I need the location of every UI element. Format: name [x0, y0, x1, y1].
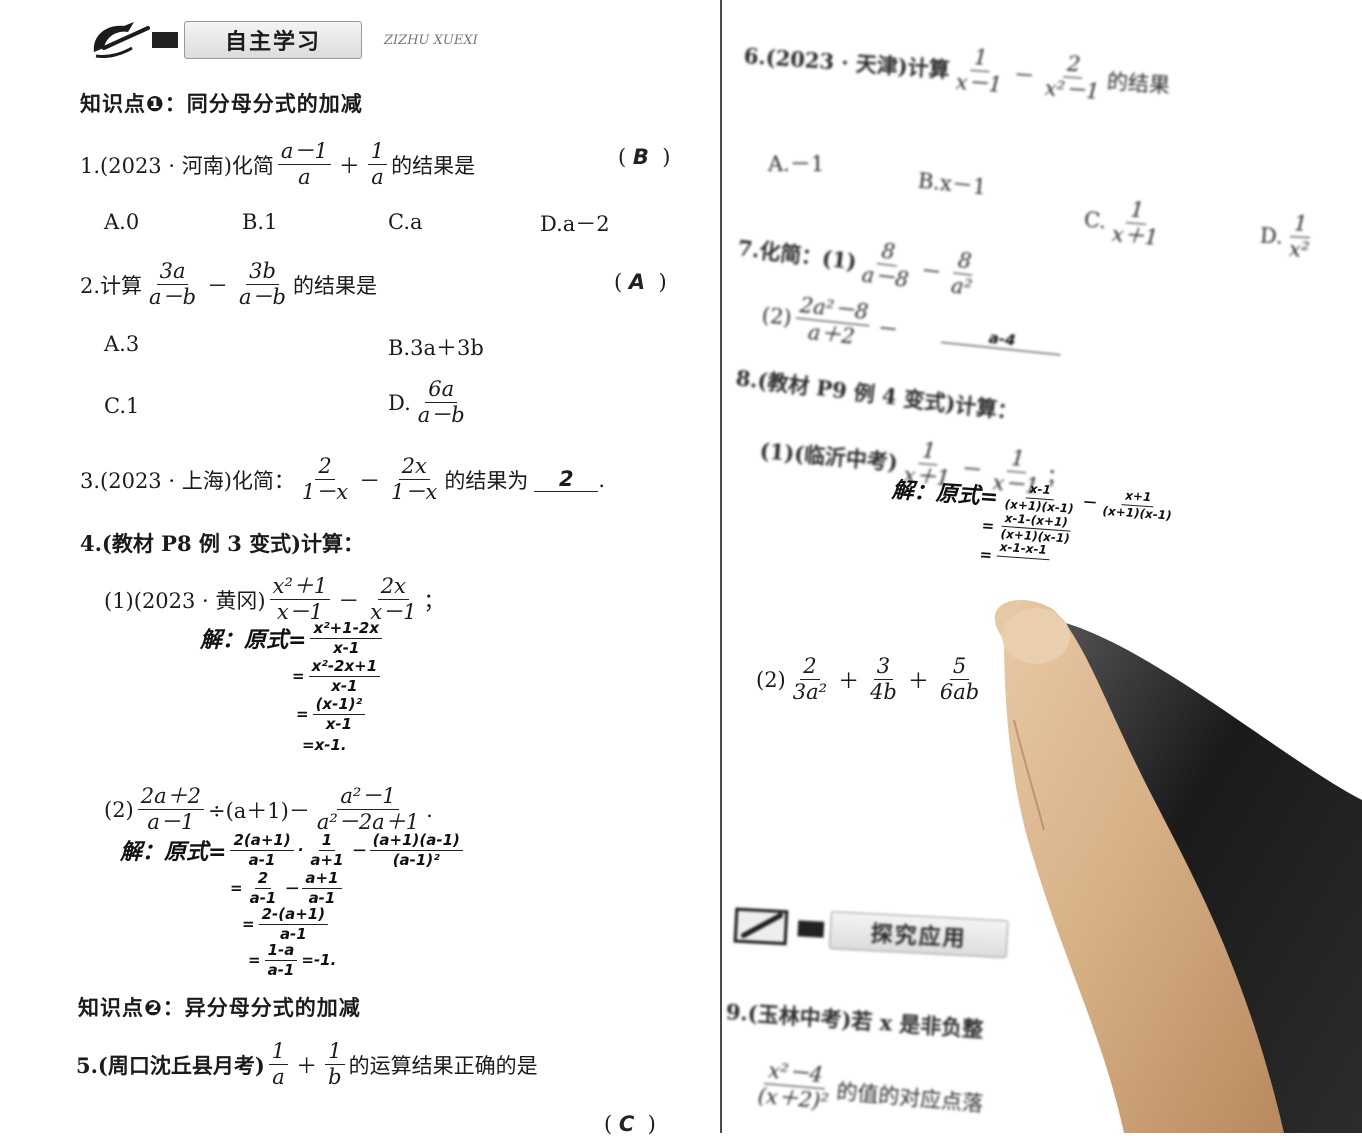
- q6-option-a: A.－1: [768, 152, 825, 176]
- question-4: 4.(教材 P8 例 3 变式)计算：: [80, 528, 364, 558]
- pointing-finger-image: [994, 600, 1362, 1133]
- knowledge-point-2: 知识点❷：异分母分式的加减: [78, 996, 361, 1020]
- q1-answer-paren: ( B ): [618, 145, 671, 169]
- q1-operator: ＋: [338, 153, 360, 178]
- q1-option-b: B.1: [242, 210, 278, 234]
- q5-answer: C: [618, 1112, 635, 1136]
- pencil-box-icon: [733, 907, 789, 946]
- q5-answer-paren: ( C ): [604, 1112, 656, 1136]
- section-title: 自主学习: [184, 21, 363, 59]
- q4-label: 4.(教材 P8 例 3 变式)计算：: [80, 531, 365, 556]
- q1-option-a: A.0: [104, 210, 140, 234]
- q1-option-d: D.a－2: [540, 212, 610, 236]
- pen-nib-icon: [93, 22, 150, 58]
- q1-tail: 的结果是: [391, 153, 476, 178]
- q2-label: 2.计算: [80, 273, 143, 298]
- q2-answer-paren: ( A ): [614, 270, 667, 294]
- q5-tail: 的运算结果正确的是: [348, 1053, 538, 1078]
- q2-operator: －: [207, 273, 229, 298]
- q3-label: 3.(2023 · 上海)化简：: [80, 468, 295, 493]
- q1-option-c: C.a: [388, 210, 423, 234]
- q1-answer: B: [632, 145, 649, 169]
- q3-tail: 的结果为: [444, 468, 529, 493]
- q2-option-a: A.3: [104, 332, 140, 356]
- q3-answer-blank: 2: [534, 467, 599, 493]
- knowledge-point-1: 知识点❶：同分母分式的加减: [80, 92, 363, 116]
- q5-label: 5.(周口沈丘县月考): [76, 1052, 265, 1078]
- section-header-self-study: 自主学习 ZIZHU XUEXI: [88, 18, 478, 62]
- q2-answer: A: [628, 270, 646, 294]
- q2-option-b: B.3a＋3b: [388, 336, 484, 360]
- section-bar: [152, 32, 178, 48]
- q2-option-c: C.1: [104, 394, 140, 418]
- q2-tail: 的结果是: [292, 273, 377, 298]
- section-header-inquiry: 探究应用: [733, 905, 1009, 959]
- q1-label: 1.(2023 · 河南)化简: [80, 153, 274, 178]
- page-divider: [720, 0, 722, 1133]
- section-pinyin: ZIZHU XUEXI: [384, 32, 478, 48]
